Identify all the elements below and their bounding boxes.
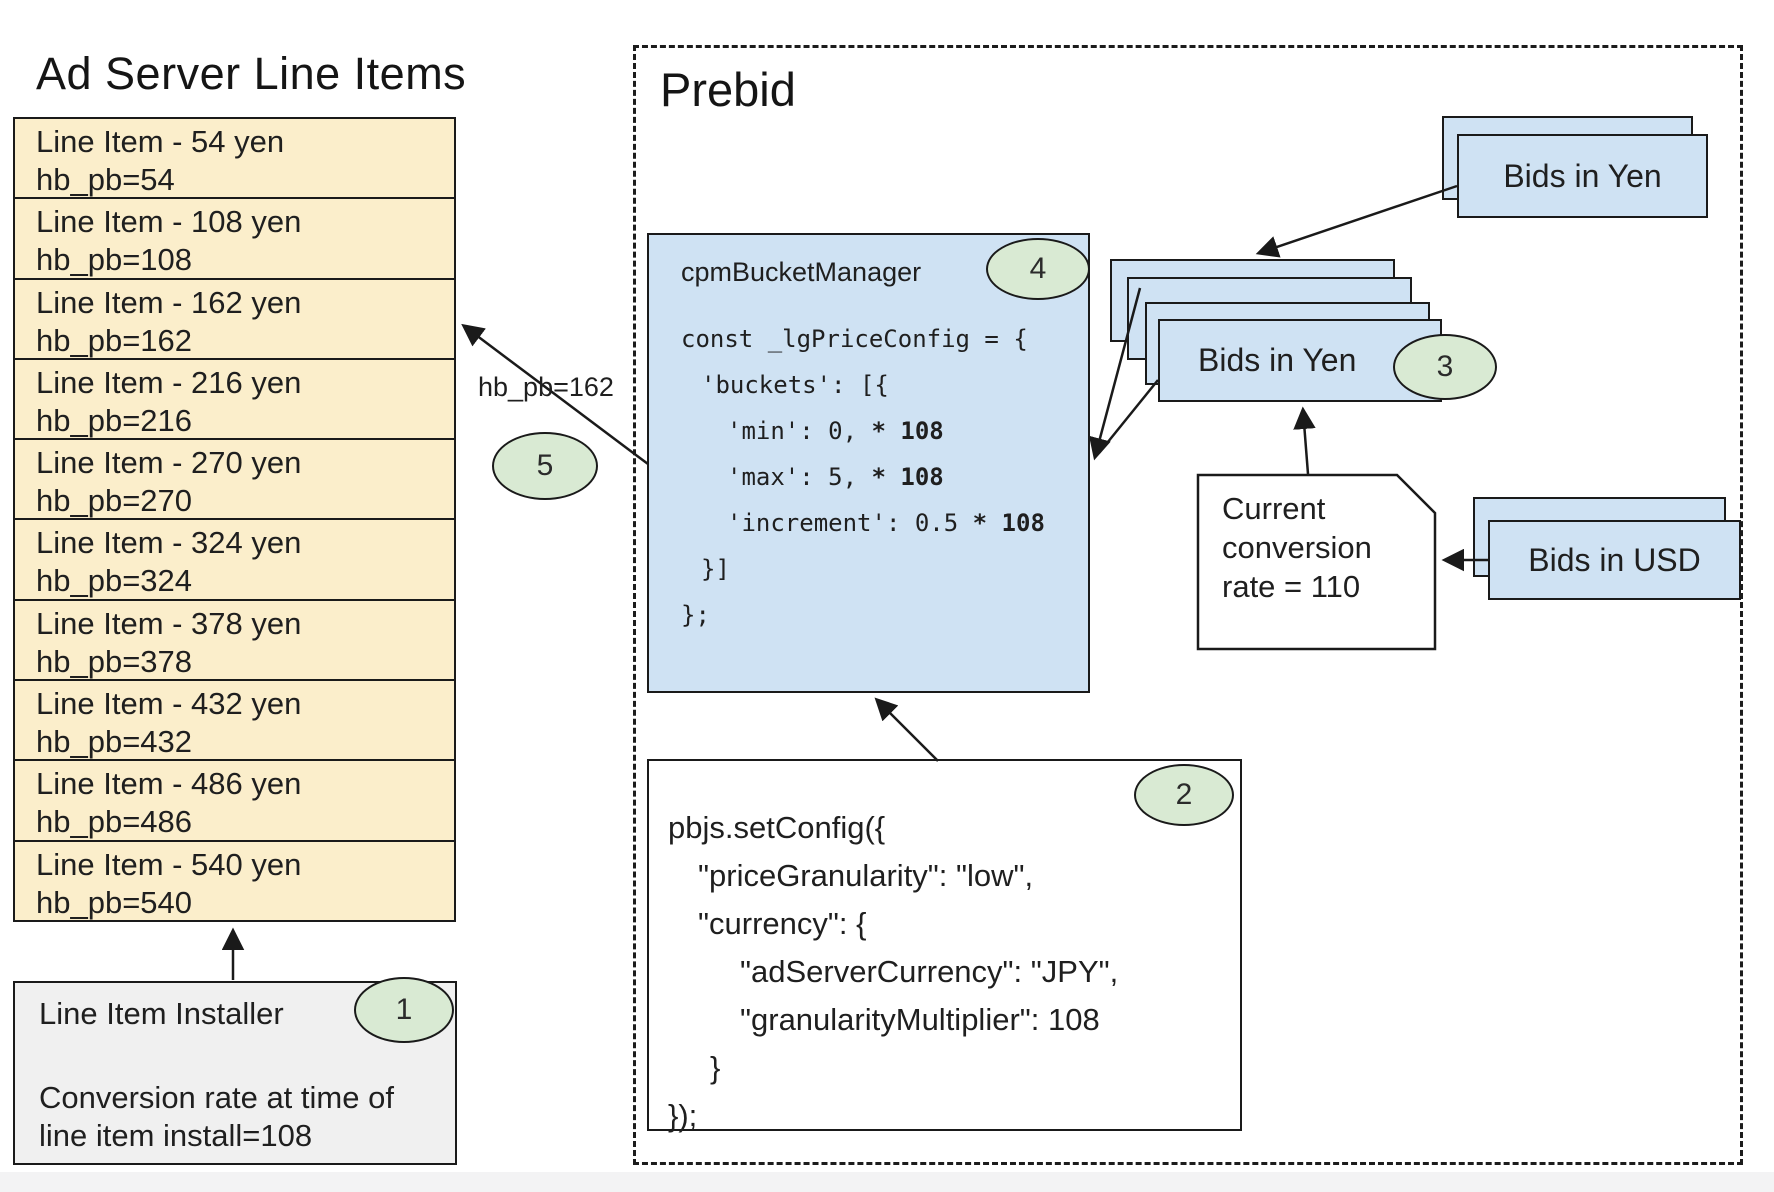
conversion-note-line-3: rate = 110 <box>1222 569 1361 604</box>
code-segment: }); <box>668 1098 698 1133</box>
code-segment: pbjs.setConfig({ <box>668 810 886 845</box>
line-item-hb-pb: hb_pb=270 <box>36 483 193 519</box>
line-item-hb-pb: hb_pb=324 <box>36 563 193 599</box>
code-bold-segment: * 108 <box>871 417 944 445</box>
line-item-hb-pb: hb_pb=162 <box>36 322 193 358</box>
line-item-hb-pb: hb_pb=432 <box>36 724 193 760</box>
line-item-label: Line Item - 540 yen <box>36 846 302 882</box>
page-bottom-strip <box>0 1172 1774 1192</box>
step-badge-1: 1 <box>354 977 454 1043</box>
conversion-note-text: Current conversion rate = 110 <box>1222 489 1372 606</box>
line-item-label: Line Item - 324 yen <box>36 525 302 561</box>
cpm-bucket-manager-title: cpmBucketManager <box>681 257 922 287</box>
bids-in-usd-label: Bids in USD <box>1528 541 1701 578</box>
installer-note: Conversion rate at time of line item ins… <box>39 1080 394 1153</box>
code-segment: 'increment': 0.5 <box>727 509 973 537</box>
line-item-label: Line Item - 108 yen <box>36 204 302 240</box>
line-item-label: Line Item - 54 yen <box>36 124 285 159</box>
code-segment: const _lgPriceConfig = { <box>681 325 1028 353</box>
price-config-code-line: const _lgPriceConfig = { <box>681 316 1045 362</box>
price-config-code-line: 'increment': 0.5 * 108 <box>681 500 1045 546</box>
code-segment: "currency": { <box>698 906 867 941</box>
line-item-label: Line Item - 486 yen <box>36 766 302 802</box>
code-segment: 'min': 0, <box>727 417 872 445</box>
code-bold-segment: * 108 <box>972 509 1045 537</box>
pbjs-set-config-code: pbjs.setConfig({ "priceGranularity": "low… <box>668 804 1118 1140</box>
installer-title: Line Item Installer <box>39 996 284 1031</box>
code-segment: "adServerCurrency": "JPY", <box>740 954 1119 989</box>
line-item-installer-box: Line Item Installer Conversion rate at t… <box>13 981 457 1165</box>
set-config-code-line: "currency": { <box>668 900 1118 948</box>
bids-in-yen-incoming-label: Bids in Yen <box>1503 157 1662 194</box>
code-segment: }] <box>701 555 730 583</box>
bids-in-yen-incoming-card: Bids in Yen <box>1457 134 1708 218</box>
set-config-code-line: "adServerCurrency": "JPY", <box>668 948 1118 996</box>
cpm-bucket-manager-box <box>647 233 1090 693</box>
line-item-hb-pb: hb_pb=486 <box>36 804 193 840</box>
line-item-hb-pb: hb_pb=54 <box>36 162 175 197</box>
line-item-label: Line Item - 162 yen <box>36 284 302 320</box>
prebid-container <box>633 45 1743 1165</box>
conversion-note-line-1: Current <box>1222 491 1326 526</box>
price-config-code-line: 'buckets': [{ <box>681 362 1045 408</box>
hb-pb-162-label: hb_pb=162 <box>478 372 614 402</box>
code-segment: }; <box>681 601 710 629</box>
line-item-hb-pb: hb_pb=378 <box>36 643 193 679</box>
line-item-label: Line Item - 270 yen <box>36 445 302 481</box>
price-config-code-line: 'min': 0, * 108 <box>681 408 1045 454</box>
set-config-code-line: "priceGranularity": "low", <box>668 852 1118 900</box>
code-segment: } <box>710 1050 721 1085</box>
bids-in-yen-converted-label: Bids in Yen <box>1198 342 1357 378</box>
step-badge-2: 2 <box>1134 764 1234 826</box>
line-item-hb-pb: hb_pb=108 <box>36 242 193 278</box>
code-segment: 'max': 5, <box>727 463 872 491</box>
set-config-code-line: "granularityMultiplier": 108 <box>668 996 1118 1044</box>
conversion-note-line-2: conversion <box>1222 530 1372 565</box>
price-config-code-line: }] <box>681 546 1045 592</box>
line-item-label: Line Item - 378 yen <box>36 605 302 641</box>
price-config-code-line: 'max': 5, * 108 <box>681 454 1045 500</box>
pbjs-set-config-box <box>647 759 1242 1131</box>
code-segment: "granularityMultiplier": 108 <box>740 1002 1100 1037</box>
line-item-hb-pb: hb_pb=540 <box>36 884 193 920</box>
line-item-label: Line Item - 432 yen <box>36 686 302 722</box>
set-config-code-line: } <box>668 1044 1118 1092</box>
prebid-title: Prebid <box>660 63 796 116</box>
set-config-code-line: pbjs.setConfig({ <box>668 804 1118 852</box>
code-bold-segment: * 108 <box>871 463 944 491</box>
code-segment: 'buckets': [{ <box>701 371 889 399</box>
step-badge-4: 4 <box>986 238 1090 300</box>
code-segment: "priceGranularity": "low", <box>698 858 1034 893</box>
ad-server-title: Ad Server Line Items <box>36 48 467 99</box>
bids-in-usd-card: Bids in USD <box>1488 520 1741 600</box>
step-badge-5: 5 <box>492 432 598 500</box>
step-badge-3: 3 <box>1393 334 1497 400</box>
set-config-code-line: }); <box>668 1092 1118 1140</box>
price-config-code-line: }; <box>681 592 1045 638</box>
line-item-hb-pb: hb_pb=216 <box>36 402 193 438</box>
lg-price-config-code: const _lgPriceConfig = { 'buckets': [{ 'mi… <box>681 316 1045 638</box>
line-item-label: Line Item - 216 yen <box>36 364 302 400</box>
